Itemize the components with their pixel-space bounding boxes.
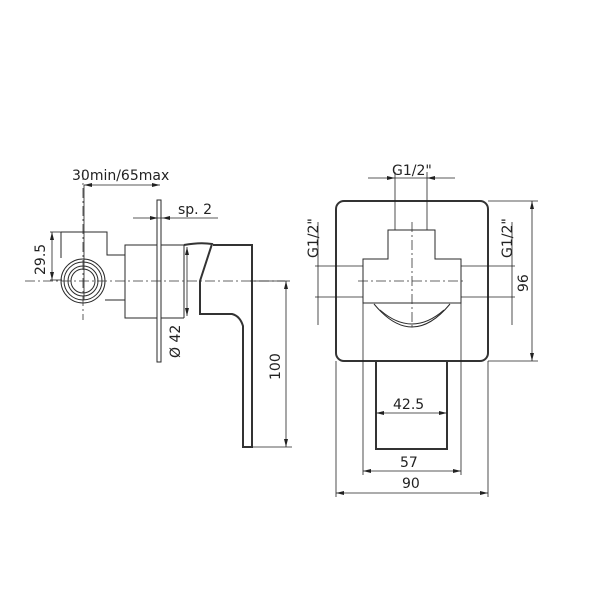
- dim-top-thread-label: G1/2": [392, 163, 432, 179]
- dim-plate-width-label: 90: [402, 476, 420, 492]
- dim-offset-label: 29.5: [33, 244, 49, 275]
- dim-diameter-label: Ø 42: [168, 325, 184, 358]
- dim-lever-inner-label: 42.5: [393, 397, 424, 413]
- dim-plate-height-label: 96: [516, 274, 532, 292]
- dim-thickness-label: sp. 2: [178, 202, 212, 218]
- dim-right-thread-label: G1/2": [500, 218, 516, 258]
- dim-depth-label: 30min/65max: [72, 168, 169, 184]
- front-view: G1/2" G1/2" G1/2" 96 42.5: [306, 163, 538, 497]
- dim-lever-length-label: 100: [268, 353, 284, 380]
- dim-lever-outer-label: 57: [400, 455, 418, 471]
- side-view: 30min/65max sp. 2 29.5 Ø 42: [25, 168, 292, 448]
- dim-left-thread-label: G1/2": [306, 218, 322, 258]
